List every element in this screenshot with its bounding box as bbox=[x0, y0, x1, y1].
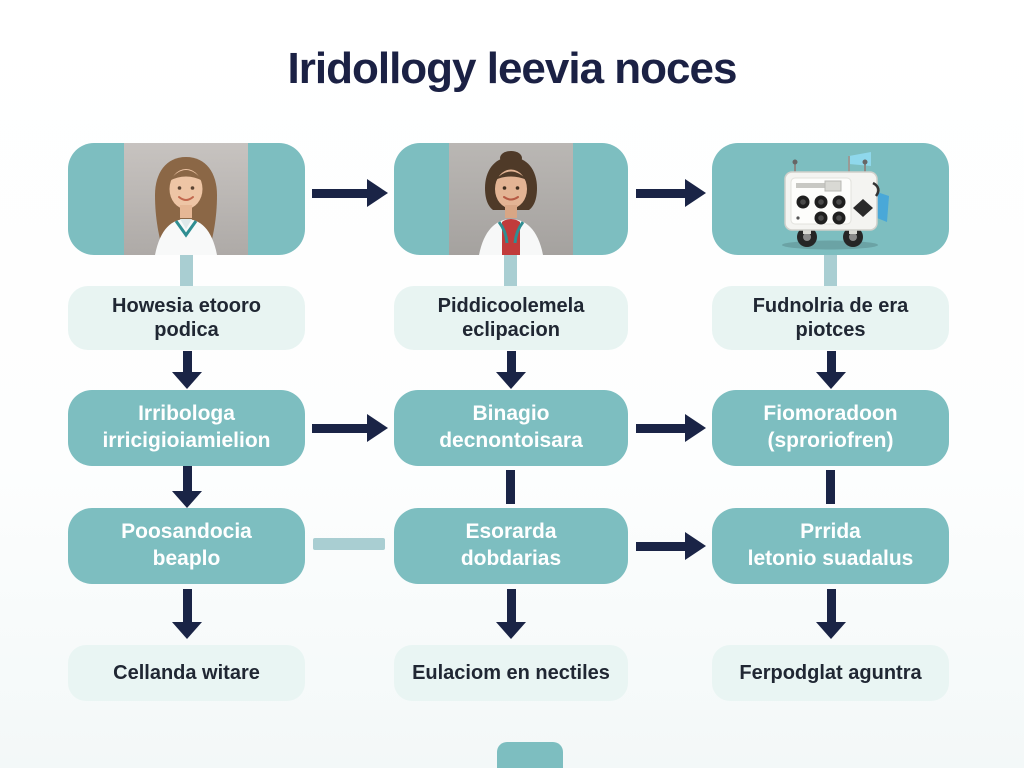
step-line: Prrida bbox=[800, 520, 861, 544]
step-line: Irribologa bbox=[138, 402, 235, 426]
step-box-3a: Fiomoradoon (sproriofren) bbox=[712, 390, 949, 466]
footer-label: Cellanda witare bbox=[113, 661, 260, 684]
step-line: Fiomoradoon bbox=[763, 402, 898, 426]
female-doctor-red-top-portrait bbox=[449, 143, 573, 255]
connector-line bbox=[826, 470, 835, 504]
label-box-3: Fudnolria de era piotces bbox=[712, 286, 949, 350]
step-line: Binagio bbox=[472, 402, 550, 426]
arrow-down-icon bbox=[816, 351, 846, 389]
connector-line bbox=[504, 255, 517, 287]
connector-line bbox=[824, 255, 837, 287]
step-box-2b: Esorarda dobdarias bbox=[394, 508, 628, 584]
step-line: Esorarda bbox=[465, 520, 557, 544]
step-box-2a: Binagio decnontoisara bbox=[394, 390, 628, 466]
footer-box-3: Ferpodglat aguntra bbox=[712, 645, 949, 701]
label-line: podica bbox=[154, 319, 219, 341]
arrow-right-icon bbox=[636, 531, 706, 561]
page-title: Iridollogy leevia noces bbox=[287, 44, 738, 93]
step-line: dobdarias bbox=[460, 547, 562, 570]
step-line: decnontoisara bbox=[439, 429, 583, 452]
step-box-3b: Prrida letonio suadalus bbox=[712, 508, 949, 584]
step-line: irricigioiamielion bbox=[102, 429, 271, 452]
female-doctor-long-hair-portrait bbox=[124, 143, 248, 255]
connector-line bbox=[313, 538, 385, 550]
footer-label: Ferpodglat aguntra bbox=[739, 661, 922, 684]
arrow-right-icon bbox=[312, 178, 388, 208]
arrow-right-icon bbox=[312, 413, 388, 443]
label-line: Howesia etooro bbox=[112, 294, 261, 317]
step-line: (sproriofren) bbox=[767, 429, 894, 452]
footer-box-1: Cellanda witare bbox=[68, 645, 305, 701]
connector-line bbox=[506, 470, 515, 504]
label-line: Piddicoolemela bbox=[437, 294, 585, 317]
medical-device-illustration bbox=[765, 150, 895, 250]
step-line: letonio suadalus bbox=[747, 547, 914, 570]
arrow-down-icon bbox=[172, 351, 202, 389]
arrow-right-icon bbox=[636, 178, 706, 208]
step-box-1a: Irribologa irricigioiamielion bbox=[68, 390, 305, 466]
label-line: eclipacion bbox=[462, 319, 560, 341]
footer-box-2: Eulaciom en nectiles bbox=[394, 645, 628, 701]
footer-label: Eulaciom en nectiles bbox=[412, 661, 610, 684]
arrow-down-icon bbox=[496, 589, 526, 639]
arrow-right-icon bbox=[636, 413, 706, 443]
step-line: Poosandocia bbox=[121, 520, 252, 544]
bottom-partial-shape bbox=[497, 742, 563, 768]
label-box-1: Howesia etooro podica bbox=[68, 286, 305, 350]
step-line: beaplo bbox=[152, 547, 221, 570]
arrow-down-icon bbox=[172, 466, 202, 508]
arrow-down-icon bbox=[816, 589, 846, 639]
step-box-1b: Poosandocia beaplo bbox=[68, 508, 305, 584]
connector-line bbox=[180, 255, 193, 287]
label-line: Fudnolria de era bbox=[752, 294, 909, 317]
arrow-down-icon bbox=[496, 351, 526, 389]
arrow-down-icon bbox=[172, 589, 202, 639]
label-box-2: Piddicoolemela eclipacion bbox=[394, 286, 628, 350]
label-line: piotces bbox=[795, 319, 866, 341]
